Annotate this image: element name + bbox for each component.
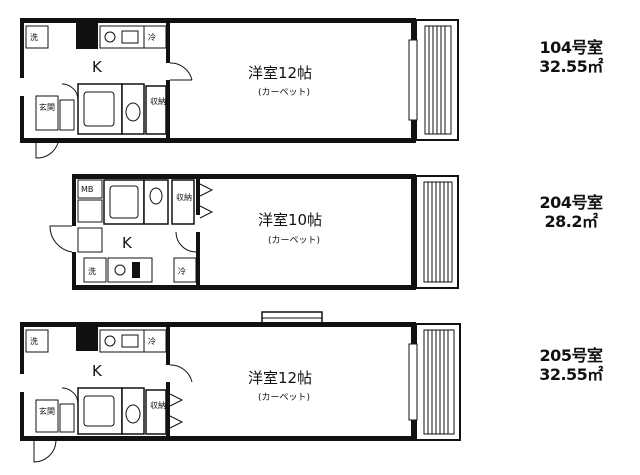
balcony-railing [428,26,446,134]
floor-plan-204: MB 収納 洗 冷 K 洋室10帖 (カーペット) [49,174,459,290]
room-label: 洋室12帖 [248,64,312,82]
unit-info-204: 204号室 28.2㎡ [516,193,626,231]
unit-info-104: 104号室 32.55㎡ [516,38,626,76]
unit-number: 204号室 [539,193,603,212]
fridge-label: 冷 [148,32,156,42]
balcony-railing [427,182,449,282]
storage-label: 収納 [150,400,166,410]
floor-plan-104: 洗 冷 K 収納 玄関 洋室12帖 (カーペット) [20,18,459,159]
washer-label: 洗 [30,32,38,42]
room-sub-label: (カーペット) [258,87,310,98]
floor-plan-205: 洗 冷 K 収納 玄関 洋室12帖 (カーペット) [20,311,461,463]
fridge-label: 冷 [148,336,156,346]
balcony-railing [427,330,449,434]
unit-area: 32.55㎡ [539,57,603,76]
room-sub-label: (カーペット) [258,392,310,403]
washer-label: 洗 [30,336,38,346]
unit-number: 205号室 [539,346,603,365]
storage-label: 収納 [176,192,192,202]
room-sub-label: (カーペット) [268,235,320,246]
kitchen-label: K [92,58,103,76]
unit-area: 28.2㎡ [544,212,598,231]
unit-area: 32.55㎡ [539,365,603,384]
room-label: 洋室12帖 [248,369,312,387]
fridge-label: 冷 [178,266,186,276]
meter-box-label: MB [81,185,93,194]
unit-info-205: 205号室 32.55㎡ [516,346,626,384]
room-label: 洋室10帖 [258,211,322,229]
storage-label: 収納 [150,96,166,106]
entrance-label: 玄関 [39,406,55,416]
kitchen-label: K [122,234,133,252]
washer-label: 洗 [88,266,96,276]
unit-number: 104号室 [539,38,603,57]
kitchen-label: K [92,362,103,380]
entrance-label: 玄関 [39,102,55,112]
